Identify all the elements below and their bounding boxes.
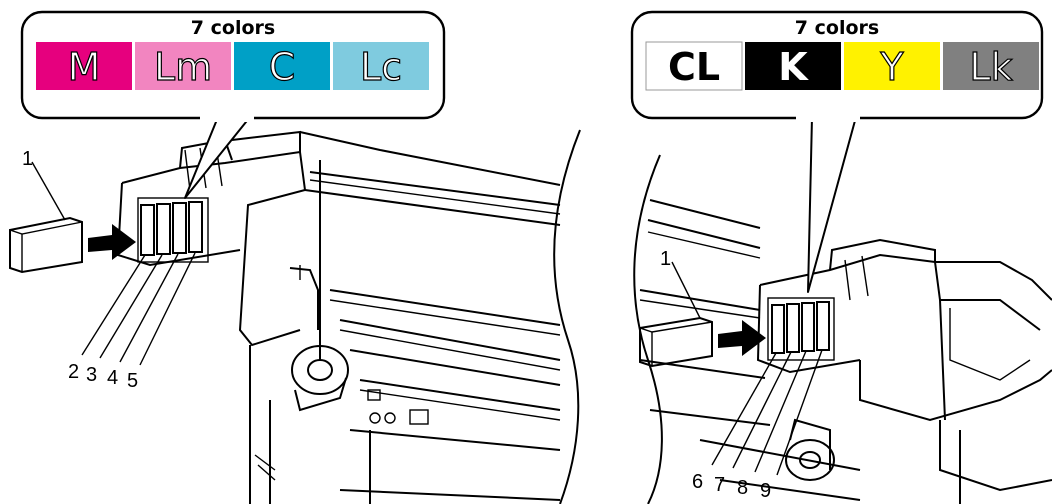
color-swatch-label: Lk	[969, 45, 1012, 89]
color-swatch	[135, 42, 231, 90]
right-slot-number: 7	[714, 474, 725, 496]
left-insert-arrow	[88, 224, 136, 260]
left-slot-leaders	[31, 161, 196, 366]
right-slot-leaders	[671, 261, 823, 476]
printer-right-side	[639, 199, 1052, 504]
right-slot-number: 8	[737, 477, 748, 499]
right-cartridge-number: 1	[660, 248, 671, 270]
printer-left-side	[116, 130, 561, 504]
color-swatch-label: Lm	[154, 45, 212, 89]
color-swatch	[645, 41, 743, 91]
color-swatch	[333, 42, 429, 90]
color-swatch-label: Y	[879, 45, 904, 89]
color-swatch	[943, 42, 1039, 90]
color-swatch-label: C	[269, 45, 296, 89]
left-slot-number: 5	[127, 370, 138, 392]
color-swatch	[745, 42, 841, 90]
callout-title: 7 colors	[191, 17, 275, 39]
right-slot-number: 6	[692, 471, 703, 493]
right-insert-arrow	[718, 320, 766, 356]
left-slot-number: 3	[86, 364, 97, 386]
swatch-row: CL K Y Lk	[645, 41, 1039, 91]
color-swatch-label: K	[778, 45, 809, 89]
left-slot-number: 4	[107, 367, 118, 389]
color-swatch	[36, 42, 132, 90]
break-lines	[553, 129, 663, 504]
right-cartridge	[639, 316, 713, 368]
callout-title: 7 colors	[795, 17, 879, 39]
left-cartridge-slots	[137, 197, 209, 263]
left-cartridge-number: 1	[22, 148, 33, 170]
left-color-callout: 7 colors M Lm C Lc	[20, 10, 446, 199]
color-swatch-label: CL	[668, 45, 720, 89]
color-swatch-label: Lc	[360, 45, 402, 89]
right-color-callout: 7 colors CL K Y Lk	[630, 10, 1044, 293]
left-cartridge	[9, 216, 83, 274]
left-slot-number: 2	[68, 361, 79, 383]
right-cartridge-slots	[767, 297, 835, 361]
right-slot-number: 9	[760, 480, 771, 502]
color-swatch	[844, 42, 940, 90]
color-swatch	[234, 42, 330, 90]
swatch-row: M Lm C Lc	[36, 42, 429, 90]
color-swatch-label: M	[68, 45, 101, 89]
